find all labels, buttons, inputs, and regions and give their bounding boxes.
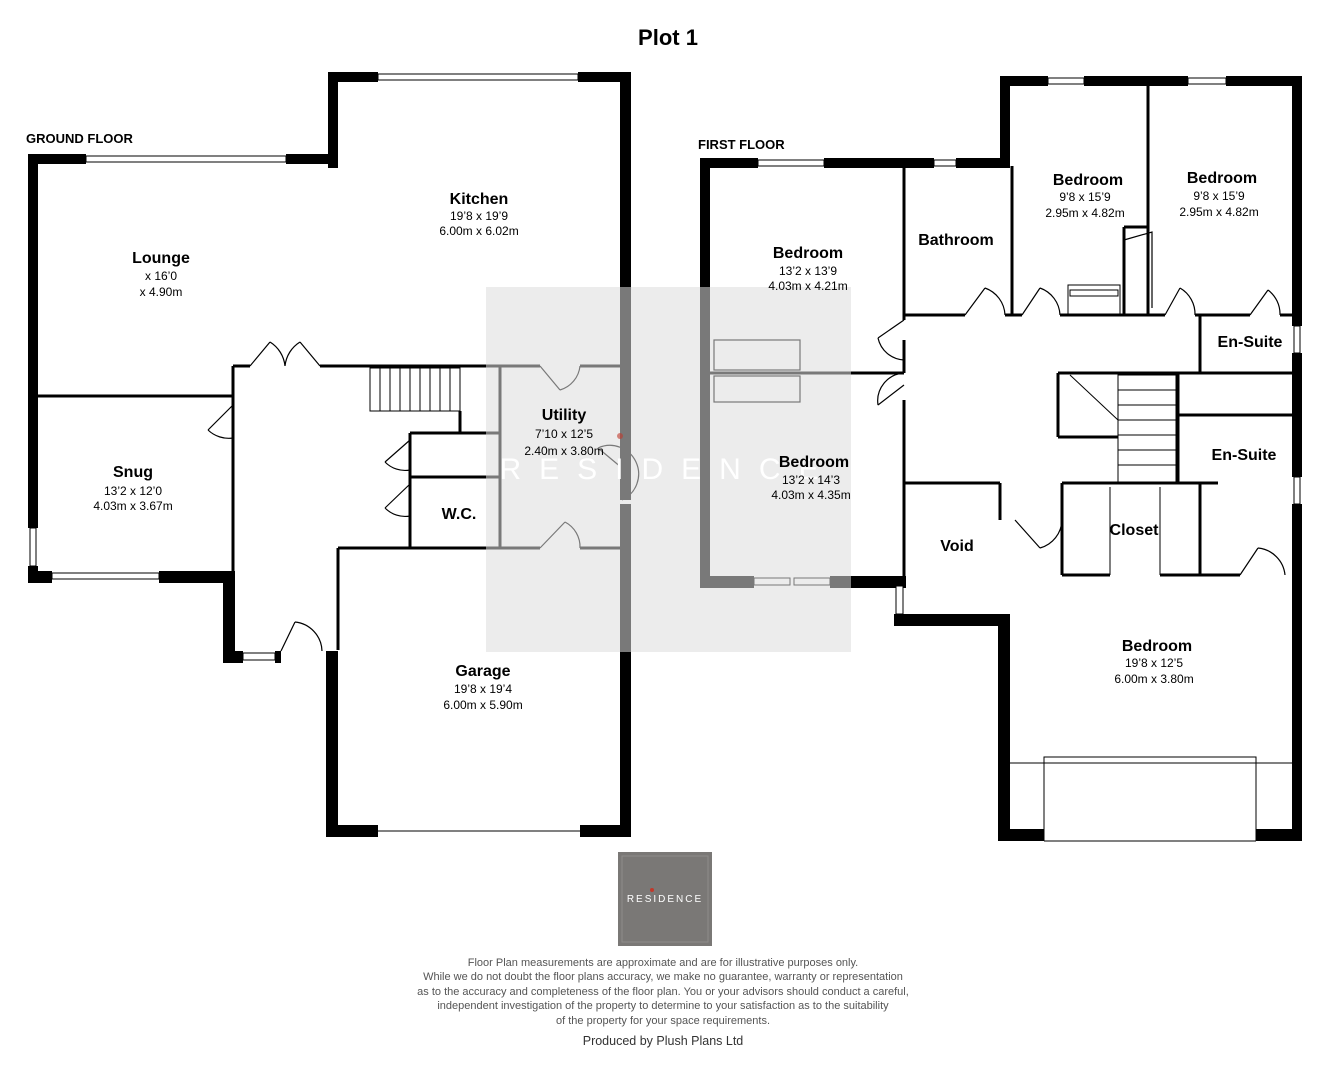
- bedroom-1-dim-metric: 4.03m x 4.21m: [768, 279, 847, 293]
- disclaimer: Floor Plan measurements are approximate …: [363, 956, 963, 1028]
- void-name: Void: [940, 538, 973, 555]
- logo-dot: [650, 888, 654, 892]
- bedroom-1-dim-imperial: 13’2 x 13’9: [779, 264, 837, 278]
- kitchen-dim-metric: 6.00m x 6.02m: [439, 224, 518, 238]
- disclaimer-line: as to the accuracy and completeness of t…: [417, 985, 909, 998]
- disclaimer-line: Floor Plan measurements are approximate …: [467, 957, 859, 969]
- disclaimer-line: of the property for your space requireme…: [556, 1014, 770, 1027]
- closet-name: Closet: [1110, 522, 1160, 539]
- bedroom-2-dim-imperial: 9’8 x 15’9: [1059, 190, 1111, 204]
- bedroom-4-dim-metric: 4.03m x 4.35m: [771, 488, 850, 502]
- snug-dim-metric: 4.03m x 3.67m: [93, 499, 172, 513]
- lounge-dim-imperial: x 16’0: [145, 269, 177, 283]
- bedroom-4-dim-imperial: 13’2 x 14’3: [782, 473, 840, 487]
- bedroom-4-name: Bedroom: [779, 454, 849, 471]
- garage-name: Garage: [455, 663, 510, 680]
- watermark-dot: [617, 433, 623, 439]
- watermark-text: RESIDENCE: [499, 453, 836, 486]
- first-floor-stairs: [1069, 374, 1177, 484]
- garage-dim-imperial: 19’8 x 19’4: [454, 682, 512, 696]
- kitchen-name: Kitchen: [450, 191, 509, 208]
- residence-logo: RESIDENCE: [618, 852, 712, 946]
- disclaimer-line: While we do not doubt the floor plans ac…: [423, 971, 903, 984]
- lounge-name: Lounge: [132, 250, 190, 267]
- wc-name: W.C.: [442, 506, 477, 523]
- first-floor-label: FIRST FLOOR: [698, 137, 785, 152]
- bedroom-5-dim-metric: 6.00m x 3.80m: [1114, 672, 1193, 686]
- en-suite-1-name: En-Suite: [1218, 334, 1283, 351]
- garage-dim-metric: 6.00m x 5.90m: [443, 698, 522, 712]
- bedroom-1-name: Bedroom: [773, 245, 843, 262]
- utility-name: Utility: [542, 407, 587, 424]
- first-floor-doors: [877, 231, 1286, 576]
- bedroom-5-dim-imperial: 19’8 x 12’5: [1125, 656, 1183, 670]
- ground-floor-label: GROUND FLOOR: [26, 131, 133, 146]
- plan-title: Plot 1: [638, 25, 698, 50]
- first-floor-windows: [753, 77, 1301, 842]
- kitchen-dim-imperial: 19’8 x 19’9: [450, 209, 508, 223]
- bedroom-2-name: Bedroom: [1053, 172, 1123, 189]
- bedroom-5-name: Bedroom: [1122, 638, 1192, 655]
- logo-text: RESIDENCE: [627, 894, 703, 905]
- lounge-dim-metric: x 4.90m: [140, 285, 183, 299]
- producer-credit: Produced by Plush Plans Ltd: [582, 1034, 744, 1048]
- bathroom-name: Bathroom: [918, 232, 994, 249]
- snug-dim-imperial: 13’2 x 12’0: [104, 484, 162, 498]
- room-labels: Kitchen 19’8 x 19’9 6.00m x 6.02m Lounge…: [93, 170, 1282, 712]
- ground-floor-windows: [29, 73, 580, 832]
- utility-dim-imperial: 7’10 x 12’5: [535, 427, 593, 441]
- snug-name: Snug: [113, 464, 153, 481]
- watermark: RESIDENCE: [486, 287, 851, 652]
- bedroom-3-dim-metric: 2.95m x 4.82m: [1179, 205, 1258, 219]
- disclaimer-line: independent investigation of the propert…: [437, 1000, 889, 1013]
- bedroom-2-dim-metric: 2.95m x 4.82m: [1045, 206, 1124, 220]
- closet-rails: [1067, 284, 1161, 575]
- bedroom-3-name: Bedroom: [1187, 170, 1257, 187]
- bedroom-3-dim-imperial: 9’8 x 15’9: [1193, 189, 1245, 203]
- en-suite-2-name: En-Suite: [1212, 447, 1277, 464]
- utility-dim-metric: 2.40m x 3.80m: [524, 444, 603, 458]
- ground-floor-stairs: [369, 367, 461, 412]
